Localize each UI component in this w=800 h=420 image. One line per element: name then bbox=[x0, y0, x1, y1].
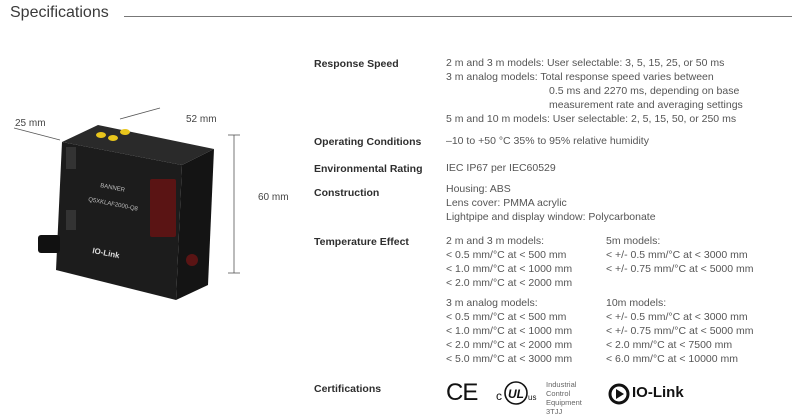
temp-line: < 0.5 mm/°C at < 500 mm bbox=[446, 311, 567, 323]
dim-width: 52 mm bbox=[186, 114, 217, 125]
certifications-label: Certifications bbox=[314, 383, 382, 395]
temp-line: < +/- 0.75 mm/°C at < 5000 mm bbox=[606, 325, 754, 337]
response-speed-label: Response Speed bbox=[314, 58, 399, 70]
product-image: BANNER Q5XKLAF2000-Q8 IO-Link bbox=[0, 95, 290, 325]
ul-line: Industrial bbox=[546, 380, 577, 389]
construction-value: Housing: ABS Lens cover: PMMA acrylic Li… bbox=[446, 182, 656, 224]
temp-line: 10m models: bbox=[606, 297, 667, 309]
temp-block-2-3m: 2 m and 3 m models: < 0.5 mm/°C at < 500… bbox=[446, 234, 572, 290]
temp-line: < 2.0 mm/°C at < 2000 mm bbox=[446, 339, 573, 351]
temp-line: < +/- 0.5 mm/°C at < 3000 mm bbox=[606, 311, 748, 323]
temp-line: < 5.0 mm/°C at < 3000 mm bbox=[446, 353, 573, 365]
response-speed-value: 2 m and 3 m models: User selectable: 3, … bbox=[446, 56, 743, 126]
operating-conditions-value: –10 to +50 °C 35% to 95% relative humidi… bbox=[446, 135, 649, 147]
temp-line: < 0.5 mm/°C at < 500 mm bbox=[446, 249, 567, 261]
temp-block-10m: 10m models: < +/- 0.5 mm/°C at < 3000 mm… bbox=[606, 296, 753, 366]
svg-text:UL: UL bbox=[508, 387, 524, 401]
sensor-illustration: BANNER Q5XKLAF2000-Q8 IO-Link bbox=[13, 107, 240, 300]
title-divider bbox=[124, 16, 792, 17]
iolink-logo-text: IO-Link bbox=[632, 384, 684, 401]
temp-block-5m: 5m models: < +/- 0.5 mm/°C at < 3000 mm … bbox=[606, 234, 753, 276]
ul-line: Control bbox=[546, 389, 571, 398]
page-title: Specifications bbox=[10, 4, 109, 21]
ul-mark-icon: c UL us bbox=[496, 378, 544, 413]
temp-line: < 2.0 mm/°C at < 7500 mm bbox=[606, 339, 733, 351]
temperature-effect-label: Temperature Effect bbox=[314, 236, 409, 248]
construction-line: Housing: ABS bbox=[446, 183, 511, 195]
response-speed-line: measurement rate and averaging settings bbox=[549, 99, 743, 111]
iolink-logo-icon bbox=[608, 383, 630, 410]
dim-depth: 25 mm bbox=[15, 118, 46, 129]
svg-text:us: us bbox=[528, 393, 536, 402]
temp-line: < 2.0 mm/°C at < 2000 mm bbox=[446, 277, 573, 289]
response-speed-line: 0.5 ms and 2270 ms, depending on base bbox=[549, 85, 740, 97]
temp-line: < 6.0 mm/°C at < 10000 mm bbox=[606, 353, 739, 365]
construction-label: Construction bbox=[314, 187, 380, 199]
construction-line: Lens cover: PMMA acrylic bbox=[446, 197, 567, 209]
temp-line: 2 m and 3 m models: bbox=[446, 235, 545, 247]
construction-line: Lightpipe and display window: Polycarbon… bbox=[446, 211, 656, 223]
response-speed-line: 2 m and 3 m models: User selectable: 3, … bbox=[446, 57, 725, 69]
operating-conditions-label: Operating Conditions bbox=[314, 136, 422, 148]
brand-text: BANNER bbox=[100, 183, 126, 194]
temp-line: < +/- 0.75 mm/°C at < 5000 mm bbox=[606, 263, 754, 275]
temp-line: 3 m analog models: bbox=[446, 297, 538, 309]
response-speed-line: 5 m and 10 m models: User selectable: 2,… bbox=[446, 113, 737, 125]
temp-block-3m-analog: 3 m analog models: < 0.5 mm/°C at < 500 … bbox=[446, 296, 572, 366]
dim-height: 60 mm bbox=[258, 192, 289, 203]
ul-line: 3TJJ bbox=[546, 407, 563, 416]
response-speed-line: 3 m analog models: Total response speed … bbox=[446, 71, 714, 83]
svg-text:c: c bbox=[496, 389, 502, 403]
temp-line: < 1.0 mm/°C at < 1000 mm bbox=[446, 325, 573, 337]
ul-line: Equipment bbox=[546, 398, 582, 407]
ce-mark-icon: CE bbox=[446, 379, 478, 406]
temp-line: 5m models: bbox=[606, 235, 661, 247]
ul-listing-text: Industrial Control Equipment 3TJJ bbox=[546, 380, 582, 416]
environmental-rating-label: Environmental Rating bbox=[314, 163, 423, 175]
temp-line: < +/- 0.5 mm/°C at < 3000 mm bbox=[606, 249, 748, 261]
environmental-rating-value: IEC IP67 per IEC60529 bbox=[446, 162, 556, 174]
temp-line: < 1.0 mm/°C at < 1000 mm bbox=[446, 263, 573, 275]
